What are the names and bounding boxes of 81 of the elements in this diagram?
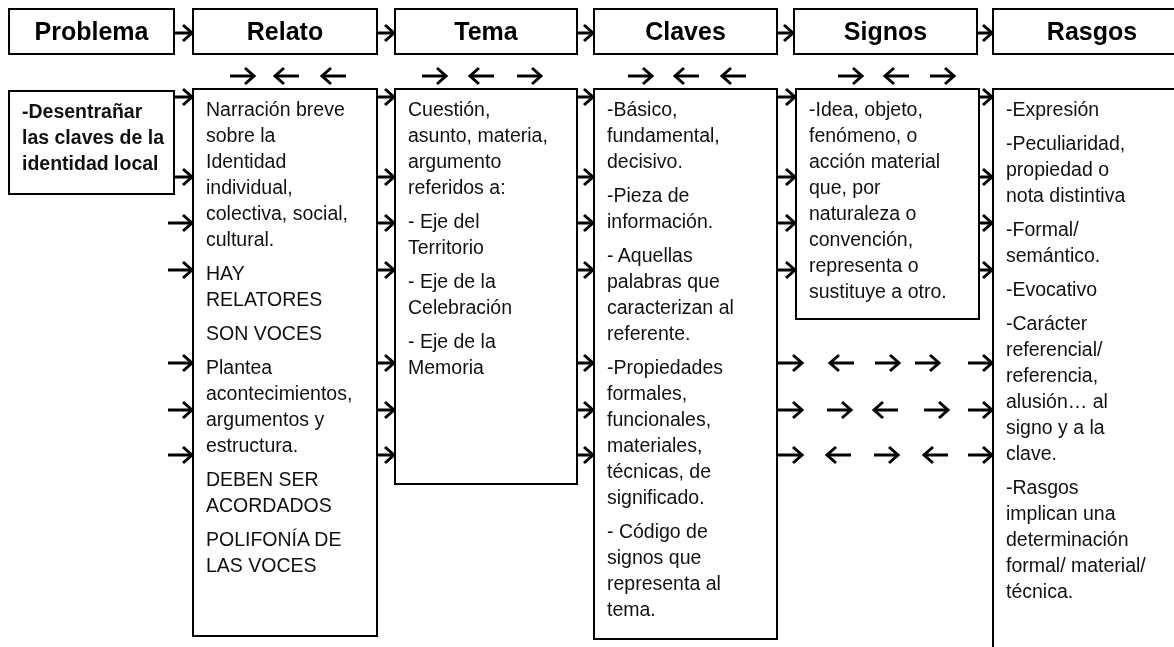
- arrow: [578, 353, 595, 373]
- arrow: [378, 400, 396, 420]
- arrow: [778, 400, 804, 420]
- arrow: [980, 87, 994, 107]
- body-text: -Básico, fundamental, decisivo.: [607, 97, 721, 174]
- body-text: -Idea, objeto, fenómeno, o acción material que, por naturaleza o convención, representa o sustituye a otro.: [809, 97, 948, 304]
- arrow: [968, 445, 994, 465]
- column-header: [593, 8, 778, 55]
- arrow: [168, 353, 194, 373]
- arrow: [168, 445, 194, 465]
- arrow: [378, 260, 396, 280]
- problem-box: [8, 90, 175, 195]
- arrow: [378, 167, 396, 187]
- arrow: [980, 167, 994, 187]
- body-text: - Eje del Territorio: [408, 209, 485, 260]
- arrow: [578, 213, 595, 233]
- arrow: [378, 213, 396, 233]
- body-text: -Rasgos implican una determinación formal/ material/ técnica.: [1006, 475, 1147, 604]
- body-text: -Desentrañar las claves de la identidad local: [22, 99, 165, 176]
- body-text: - Eje de la Memoria: [408, 329, 497, 380]
- arrow: [168, 213, 194, 233]
- column-header: [8, 8, 175, 55]
- body-text: -Carácter referencial/ referencia, alusión… al signo y a la clave.: [1006, 311, 1109, 466]
- body-text: -Peculiaridad, propiedad o nota distintiva: [1006, 131, 1127, 208]
- arrow: [578, 260, 595, 280]
- arrow: [175, 87, 194, 107]
- header-text: Tema: [454, 17, 518, 46]
- body-text: Narración breve sobre la Identidad individual, colectiva, social, cultural.: [206, 97, 349, 252]
- arrow: [168, 400, 194, 420]
- column-header: [192, 8, 378, 55]
- arrow: [778, 167, 797, 187]
- column-header: [992, 8, 1174, 55]
- arrow: [778, 353, 804, 373]
- arrow: [980, 260, 994, 280]
- arrow: [578, 445, 595, 465]
- header-text: Rasgos: [1046, 17, 1138, 46]
- content-box: [593, 88, 778, 640]
- body-text: -Propiedades formales, funcionales, materiales, técnicas, de significado.: [607, 355, 724, 510]
- content-box: [192, 88, 378, 637]
- arrow: [578, 23, 595, 43]
- content-box: [795, 88, 980, 320]
- body-text: - Código de signos que representa al tema.: [607, 519, 722, 622]
- body-text: DEBEN SER ACORDADOS: [206, 467, 333, 518]
- header-text: Signos: [843, 17, 928, 46]
- arrow: [968, 400, 994, 420]
- body-text: -Expresión: [1006, 97, 1101, 122]
- body-text: -Evocativo: [1006, 277, 1099, 302]
- arrow: [778, 445, 804, 465]
- body-text: POLIFONÍA DE LAS VOCES: [206, 527, 343, 578]
- arrow: [778, 23, 795, 43]
- content-box: [394, 88, 578, 485]
- arrow: [175, 23, 194, 43]
- body-text: - Aquellas palabras que caracterizan al referente.: [607, 243, 735, 346]
- arrow: [578, 167, 595, 187]
- header-text: Claves: [645, 17, 726, 46]
- content-box: [992, 88, 1174, 647]
- body-text: Plantea acontecimientos, argumentos y estructura.: [206, 355, 354, 458]
- arrow: [778, 87, 797, 107]
- header-text: Problema: [34, 17, 149, 46]
- arrow: [968, 353, 994, 373]
- arrow: [578, 87, 595, 107]
- body-text: Cuestión, asunto, materia, argumento referidos a:: [408, 97, 549, 200]
- body-text: -Pieza de información.: [607, 183, 715, 234]
- arrow: [980, 213, 994, 233]
- arrow: [378, 87, 396, 107]
- arrow: [378, 445, 396, 465]
- column-header: [394, 8, 578, 55]
- arrow: [378, 353, 396, 373]
- arrow: [168, 260, 194, 280]
- arrow: [578, 400, 595, 420]
- header-text: Relato: [246, 17, 324, 46]
- arrow: [175, 167, 194, 187]
- arrow: [378, 23, 396, 43]
- body-text: SON VOCES: [206, 321, 323, 346]
- body-text: HAY RELATORES: [206, 261, 324, 312]
- body-text: -Formal/ semántico.: [1006, 217, 1102, 268]
- arrow: [778, 213, 797, 233]
- column-header: [793, 8, 978, 55]
- body-text: - Eje de la Celebración: [408, 269, 514, 320]
- arrow: [778, 260, 797, 280]
- arrow: [978, 23, 994, 43]
